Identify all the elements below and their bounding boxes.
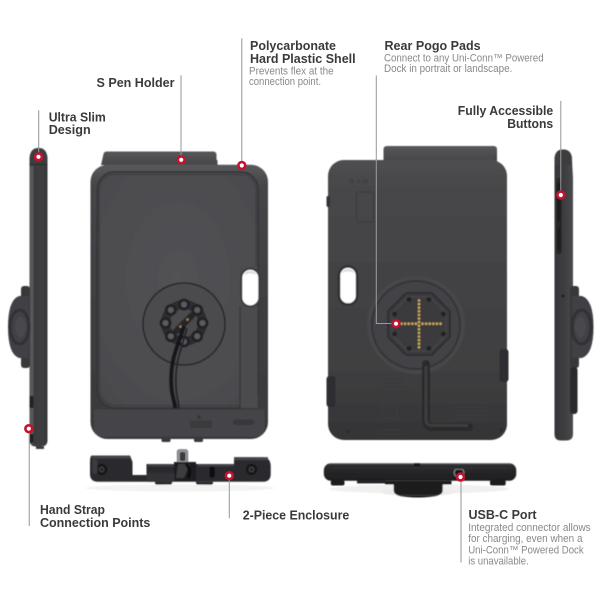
svg-text:Hand Strap: Hand Strap [40,502,105,517]
svg-text:connection point.: connection point. [249,76,321,88]
svg-text:Dock in portrait or landscape.: Dock in portrait or landscape. [384,63,512,75]
svg-text:Hard Plastic Shell: Hard Plastic Shell [250,51,356,66]
svg-text:Design: Design [49,122,91,137]
svg-text:Polycarbonate: Polycarbonate [250,38,336,53]
svg-text:2-Piece Enclosure: 2-Piece Enclosure [243,507,350,522]
svg-text:Ultra Slim: Ultra Slim [49,109,106,124]
svg-text:USB-C Port: USB-C Port [469,507,538,522]
svg-text:Integrated connector allows: Integrated connector allows [468,522,591,534]
svg-text:Connection Points: Connection Points [40,515,150,530]
svg-text:for charging, even when a: for charging, even when a [468,533,582,545]
svg-text:Prevents flex at the: Prevents flex at the [249,66,334,78]
svg-text:Uni-Conn™ Powered Dock: Uni-Conn™ Powered Dock [468,544,584,556]
svg-text:Fully Accessible: Fully Accessible [458,103,553,118]
svg-text:Buttons: Buttons [507,116,553,131]
svg-text:Rear Pogo Pads: Rear Pogo Pads [385,38,481,53]
svg-text:is unavailable.: is unavailable. [468,555,529,567]
svg-text:S Pen Holder: S Pen Holder [97,75,175,90]
svg-text:Connect to any Uni-Conn™ Power: Connect to any Uni-Conn™ Powered [384,52,544,64]
svg-text:RAM: RAM [349,177,370,186]
